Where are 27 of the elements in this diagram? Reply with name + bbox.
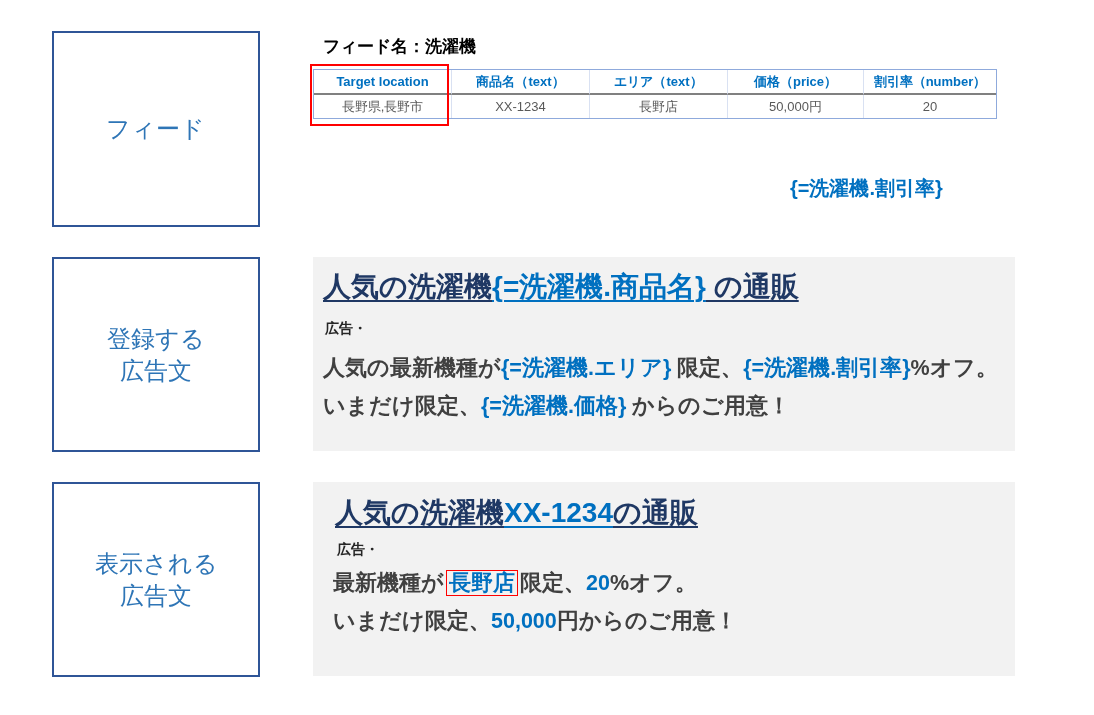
ad-description: いまだけ限定、{=洗濯機.価格} からのご用意！ (323, 393, 791, 420)
placeholder-text: {=洗濯機.割引率} (790, 176, 943, 201)
table-value: 50,000円 (727, 95, 863, 118)
column-header: Target location (314, 70, 451, 95)
column-header: 価格（price） (727, 70, 863, 95)
table-value: 長野県,長野市 (340, 98, 425, 116)
ad-description: 人気の最新機種が{=洗濯機.エリア} 限定、{=洗濯機.割引率}%オフ。 (323, 355, 998, 382)
section-box (52, 482, 260, 677)
column-header: 割引率（number） (863, 70, 996, 95)
table-value: 20 (863, 95, 996, 118)
ad-description: いまだけ限定、50,000円からのご用意！ (333, 608, 737, 635)
section-label: 表示される広告文 (93, 548, 219, 611)
table-value: 長野店 (589, 95, 727, 118)
ad-headline: 人気の洗濯機XX-1234の通販 (335, 496, 698, 530)
ad-headline: 人気の洗濯機{=洗濯機.商品名} の通販 (323, 270, 799, 304)
ad-label: 広告・ (337, 540, 379, 559)
ad-label: 広告・ (325, 319, 367, 338)
column-header: 商品名（text） (451, 70, 589, 95)
section-label: 登録する広告文 (106, 323, 206, 386)
table-value: XX-1234 (451, 95, 589, 118)
table-title: フィード名：洗濯機 (323, 36, 476, 58)
section-box (52, 31, 260, 227)
column-header: エリア（text） (589, 70, 727, 95)
ad-preview-panel (313, 482, 1015, 676)
section-box (52, 257, 260, 452)
ad-description: 最新機種が長野店限定、20%オフ。 (333, 569, 698, 598)
section-label: フィード (105, 114, 207, 144)
